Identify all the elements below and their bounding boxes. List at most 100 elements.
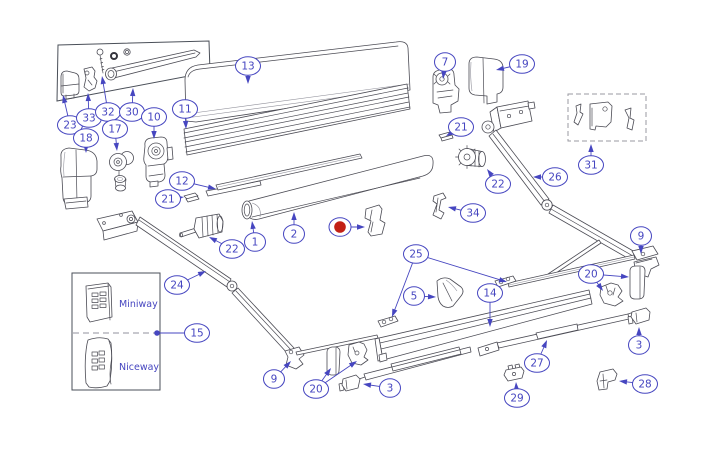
cog-gear-right-part: [455, 145, 486, 169]
callout-number: 2: [291, 229, 298, 241]
callout-20[interactable]: 20: [578, 264, 630, 291]
roller-tube-part: [105, 49, 201, 81]
callout-11[interactable]: 11: [172, 99, 198, 129]
motor-part: [143, 136, 174, 188]
callout-32[interactable]: 32: [95, 76, 121, 122]
callout-number: 29: [510, 393, 523, 405]
miniway-remote: [85, 282, 113, 323]
miniway-label: Miniway: [119, 299, 158, 310]
callout-9[interactable]: 9: [630, 226, 652, 254]
callout-number: 25: [409, 249, 422, 261]
callout-number: 12: [175, 176, 188, 188]
callout-12[interactable]: 12: [169, 171, 217, 191]
callout-26[interactable]: 26: [533, 167, 568, 187]
strap-bracket-part: [432, 192, 447, 220]
fabric-roller-part: [241, 154, 434, 220]
callout-25[interactable]: 25: [392, 244, 507, 317]
callout-number: 11: [178, 104, 191, 116]
callout-number: 9: [271, 374, 278, 386]
callout-23[interactable]: 23: [57, 95, 83, 135]
gear-crank-part: [109, 151, 134, 192]
mounting-profile-part: [183, 83, 411, 156]
callout-number: 27: [530, 358, 543, 370]
callout-number: 21: [454, 122, 467, 134]
callout-10[interactable]: 10: [141, 107, 167, 139]
washer-part: [110, 52, 118, 60]
remote-control-box: Miniway Niceway: [71, 272, 161, 391]
idler-bracket-part: [83, 66, 98, 92]
roller-gear-left-part: [178, 213, 224, 239]
callout-34[interactable]: 34: [448, 203, 486, 223]
callout-number: 20: [309, 384, 322, 396]
callout-1[interactable]: 1: [244, 221, 266, 252]
accessory-dashed-box: [567, 93, 647, 142]
callout-number: 22: [225, 244, 238, 256]
spare-parts-kit-box: [56, 40, 211, 102]
callout-number: 17: [108, 124, 121, 136]
callout-2[interactable]: 2: [283, 212, 305, 244]
callout-number: 14: [483, 288, 497, 300]
callout-number: 10: [147, 112, 160, 124]
callout-number: 1: [252, 237, 259, 249]
callout-30[interactable]: 30: [119, 88, 145, 122]
callout-number: 3: [636, 340, 643, 352]
screw-part: [96, 48, 105, 74]
callout-number: 7: [442, 57, 449, 69]
end-cap-left-part: [60, 147, 98, 210]
callout-3[interactable]: 3: [628, 327, 650, 355]
lead-rail-parts: [205, 153, 363, 197]
callout-18[interactable]: 18: [73, 128, 99, 153]
callout-17[interactable]: 17: [102, 119, 128, 151]
fixing-bracket-part: [364, 204, 386, 237]
left-spring-arm-part: [96, 210, 379, 370]
callout-number: 18: [79, 133, 92, 145]
callout-number: 23: [63, 120, 76, 132]
callout-28[interactable]: 28: [619, 374, 658, 394]
callout-number: 30: [125, 107, 138, 119]
gearbox-bracket-part: [432, 68, 460, 114]
callout-14[interactable]: 14: [477, 283, 503, 327]
callout-9[interactable]: 9: [263, 361, 292, 389]
small-end-cap-part: [60, 70, 80, 100]
callout-7[interactable]: 7: [434, 52, 456, 79]
niceway-label: Niceway: [119, 362, 159, 373]
small-bracket-parts: [326, 265, 651, 392]
front-rail-part: [374, 289, 593, 363]
niceway-remote: [84, 337, 113, 389]
callout-3[interactable]: 3: [363, 378, 401, 398]
callout-number: 32: [101, 107, 114, 119]
clip-part-left: [183, 192, 200, 203]
callout-19[interactable]: 19: [496, 54, 535, 74]
callout-13[interactable]: 13: [235, 56, 261, 84]
callout-24[interactable]: 24: [164, 271, 207, 295]
callout-number: 31: [584, 160, 597, 172]
callout-22[interactable]: 22: [485, 169, 511, 194]
callout-31[interactable]: 31: [578, 144, 604, 175]
callout-number: 26: [548, 172, 562, 184]
callout-5[interactable]: 5: [403, 286, 437, 306]
callout-number: 3: [387, 383, 394, 395]
callout-21[interactable]: 21: [155, 189, 185, 209]
red-selection-marker[interactable]: [328, 217, 365, 237]
callout-number: 28: [638, 379, 651, 391]
callout-number: 24: [170, 280, 184, 292]
callout-number: 34: [466, 208, 480, 220]
ring-part: [123, 48, 131, 56]
callout-29[interactable]: 29: [504, 382, 530, 408]
support-rafter-parts: [354, 311, 636, 382]
callout-20[interactable]: 20: [303, 361, 358, 399]
callout-number: 9: [638, 231, 645, 243]
callout-number: 15: [190, 328, 203, 340]
callout-27[interactable]: 27: [524, 340, 550, 373]
callout-15[interactable]: 15: [154, 323, 210, 343]
callout-22[interactable]: 22: [209, 237, 245, 259]
callout-number: 22: [491, 179, 504, 191]
callout-number: 21: [161, 194, 174, 206]
callout-21[interactable]: 21: [446, 117, 474, 137]
end-cap-right-part: [468, 56, 504, 105]
callout-number: 20: [584, 269, 597, 281]
callout-number: 5: [411, 291, 418, 303]
